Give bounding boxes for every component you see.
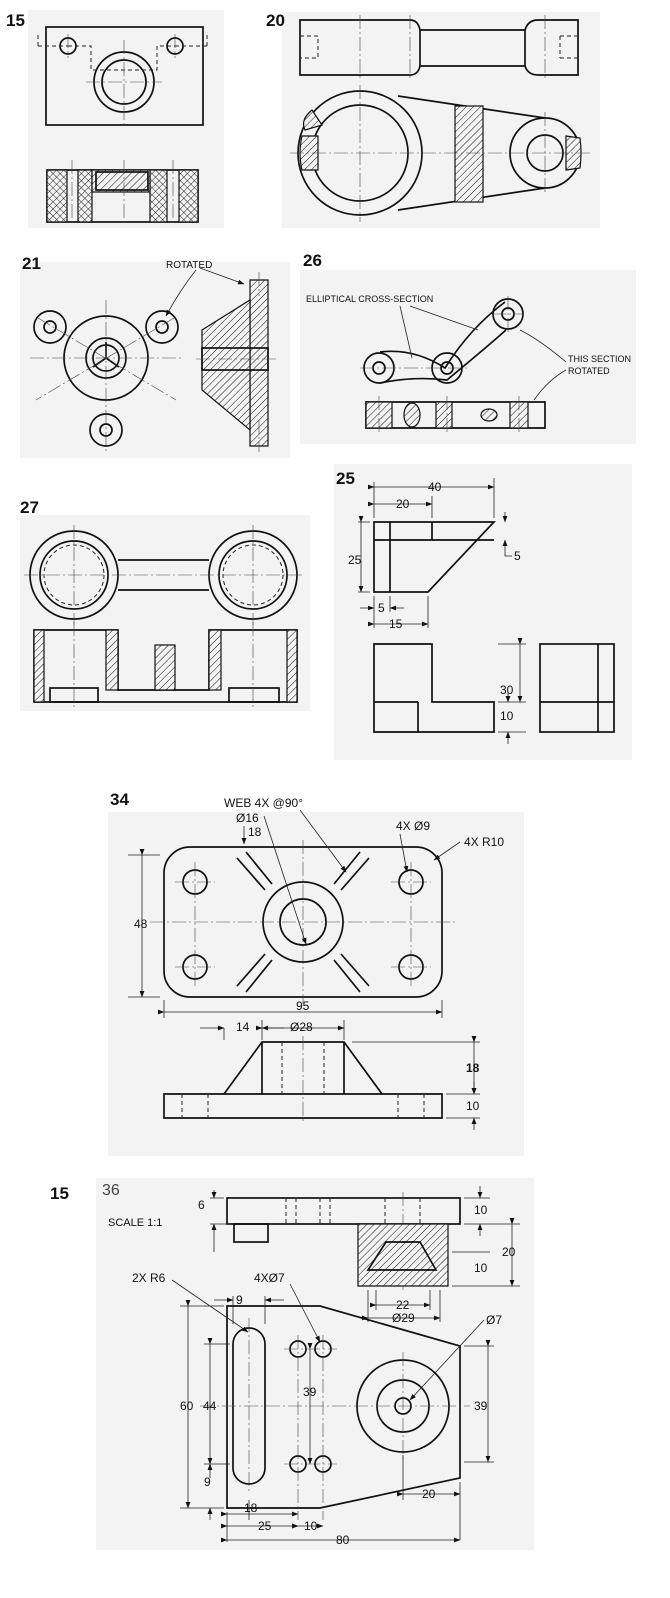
dim-15: 15	[389, 617, 403, 631]
note-dia16: Ø16	[236, 811, 259, 825]
dim-25: 25	[258, 1519, 272, 1533]
drawing-21: ROTATED	[30, 260, 276, 452]
panel-problem-26	[300, 270, 636, 444]
note-dia7: Ø7	[486, 1313, 502, 1327]
dim-39-right: 39	[474, 1399, 488, 1413]
drawing-25: 40 20 25 5 5 15 30 10	[348, 478, 615, 744]
dim-10-bottom: 10	[304, 1519, 318, 1533]
dim-20: 20	[396, 497, 410, 511]
note-web: WEB 4X @90°	[224, 796, 303, 810]
problem-number-20: 20	[266, 11, 285, 30]
dim-6: 6	[198, 1198, 205, 1212]
dim-25: 25	[348, 553, 362, 567]
problem-number-15: 15	[6, 11, 25, 30]
dim-dia28: Ø28	[290, 1020, 313, 1034]
dim-20-right: 20	[502, 1245, 516, 1259]
problem-number-26: 26	[303, 251, 322, 270]
dim-30: 30	[500, 683, 514, 697]
drawing-27	[24, 525, 302, 708]
label-this-section: THIS SECTION	[568, 354, 631, 364]
dim-14: 14	[236, 1020, 250, 1034]
note-4x-dia7: 4XØ7	[254, 1271, 285, 1285]
dim-dia29: Ø29	[392, 1311, 415, 1325]
panel-problem-36	[96, 1178, 534, 1550]
dim-40: 40	[428, 480, 442, 494]
drawing-26: ELLIPTICAL CROSS-SECTION THIS SECTION RO…	[306, 294, 631, 434]
dim-18: 18	[466, 1061, 480, 1075]
dim-39-holes: 39	[303, 1385, 317, 1399]
panel-problem-20	[282, 12, 600, 228]
dim-20-bottom: 20	[422, 1487, 436, 1501]
note-4x-dia9: 4X Ø9	[396, 819, 430, 833]
dim-44: 44	[203, 1399, 217, 1413]
dim-80: 80	[336, 1533, 350, 1547]
label-scale: SCALE 1:1	[108, 1217, 162, 1229]
dim-5-bottom: 5	[378, 601, 385, 615]
panel-problem-25	[334, 464, 632, 760]
dim-10: 10	[466, 1099, 480, 1113]
dim-10-top: 10	[474, 1203, 488, 1217]
dim-10: 10	[500, 709, 514, 723]
dim-9-top: 9	[236, 1293, 243, 1307]
problem-number-25: 25	[336, 469, 355, 488]
panel-problem-34	[108, 812, 524, 1156]
dim-22: 22	[396, 1298, 410, 1312]
drawing-15a	[37, 26, 208, 226]
note-4x-r10: 4X R10	[464, 835, 504, 849]
dim-9-bottom: 9	[204, 1475, 211, 1489]
problem-number-34: 34	[110, 790, 129, 809]
drawing-34: WEB 4X @90° Ø16 18 4X Ø9 4X R10 48 95 14…	[128, 796, 504, 1130]
dim-10-mid: 10	[474, 1261, 488, 1275]
problem-number-36: 36	[102, 1182, 120, 1199]
note-2x-r6: 2X R6	[132, 1271, 166, 1285]
problem-number-27: 27	[20, 498, 39, 517]
problem-number-15-bottom: 15	[50, 1184, 69, 1203]
label-section-rotated: ROTATED	[568, 366, 610, 376]
dim-60: 60	[180, 1399, 194, 1413]
dim-48: 48	[134, 917, 148, 931]
problem-number-21: 21	[22, 254, 41, 273]
note-depth18: 18	[248, 825, 262, 839]
dim-95: 95	[296, 999, 310, 1013]
drawing-20	[290, 15, 590, 222]
dim-18: 18	[244, 1501, 258, 1515]
label-elliptical-cross-section: ELLIPTICAL CROSS-SECTION	[306, 294, 433, 304]
dim-5-right: 5	[514, 549, 521, 563]
label-rotated: ROTATED	[166, 260, 212, 271]
drawing-36: SCALE 1:1 6 10 20 10 22 Ø29	[108, 1186, 520, 1547]
